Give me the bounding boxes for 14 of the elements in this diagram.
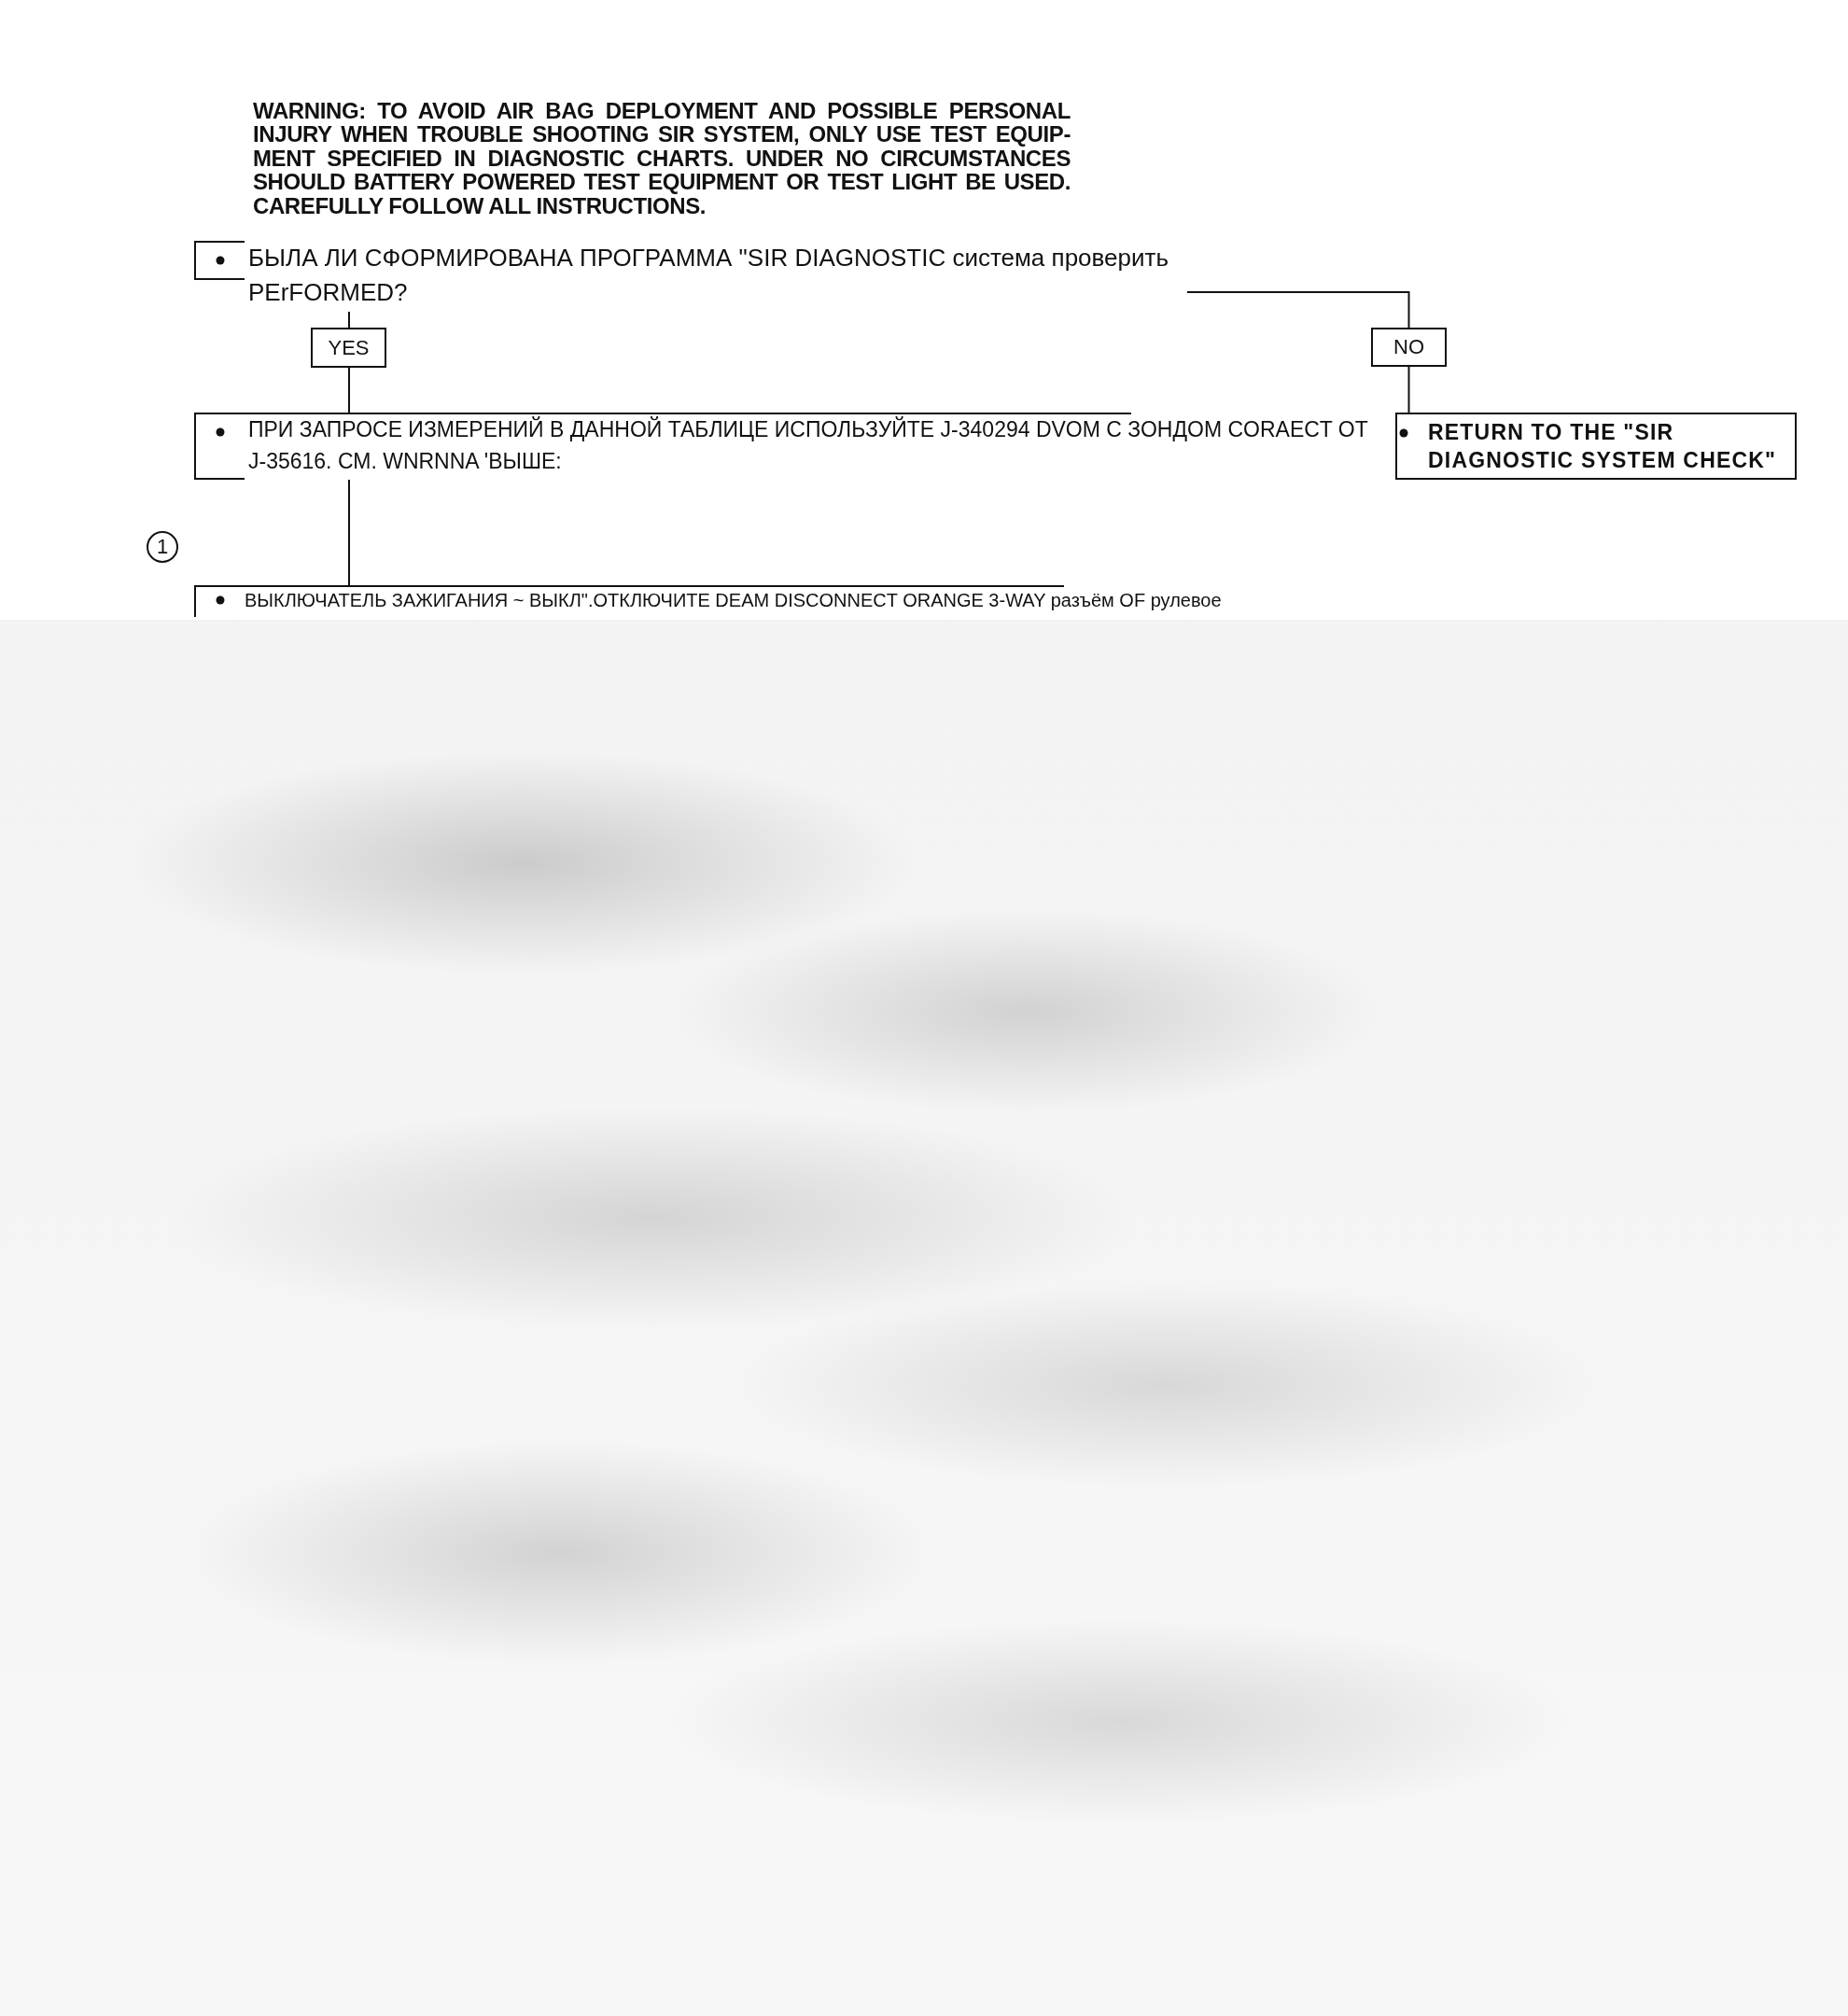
connector-line	[1186, 291, 1410, 329]
connector-line	[348, 311, 350, 329]
connector-line	[348, 479, 350, 586]
callout-number: 1	[147, 531, 178, 563]
step-text: RETURN TO THE "SIR DIAGNOSTIC SYSTEM CHECK"	[1428, 419, 1778, 474]
answer-box: NO	[1371, 328, 1447, 367]
step-text: ВЫКЛЮЧАТЕЛЬ ЗАЖИГАНИЯ ~ ВЫКЛ".ОТКЛЮЧИТЕ DEAM DISCONNECT ORANGE 3-WAY разъём OF рулевое	[245, 589, 1223, 612]
warning-text: WARNING: TO AVOID AIR BAG DEPLOYMENT AND POSSIBLE PERSONAL INJURY WHEN TROUBLE SHOOTING SIR SYSTEM, ONLY USE TEST EQUIP- MENT SPECIFIED IN DIAGNOSTIC CHARTS. UNDER NO CIRCUMSTANCES SHOULD BATTERY POWERED TEST EQUIPMENT OR TEST LIGHT BE USED. CAREFULLY FOLLOW ALL INSTRUCTIONS.	[253, 99, 1071, 218]
step-text: БЫЛА ЛИ СФОРМИРОВАНА ПРОГРАММА "SIR DIAGNOSTIC система проверить PErFORMED?	[248, 243, 1169, 308]
connector-line	[348, 367, 350, 413]
step-text: ПРИ ЗАПРОСЕ ИЗМЕРЕНИЙ В ДАННОЙ ТАБЛИЦЕ ИСПОЛЬЗУЙТЕ J-340294 DVOM С ЗОНДОМ CORAECT ОТ J-35616. СМ. WNRNNA 'ВЫШЕ:	[248, 415, 1369, 475]
answer-box: YES	[311, 328, 386, 368]
connector-line	[1407, 366, 1410, 413]
step-box	[1395, 413, 1797, 480]
